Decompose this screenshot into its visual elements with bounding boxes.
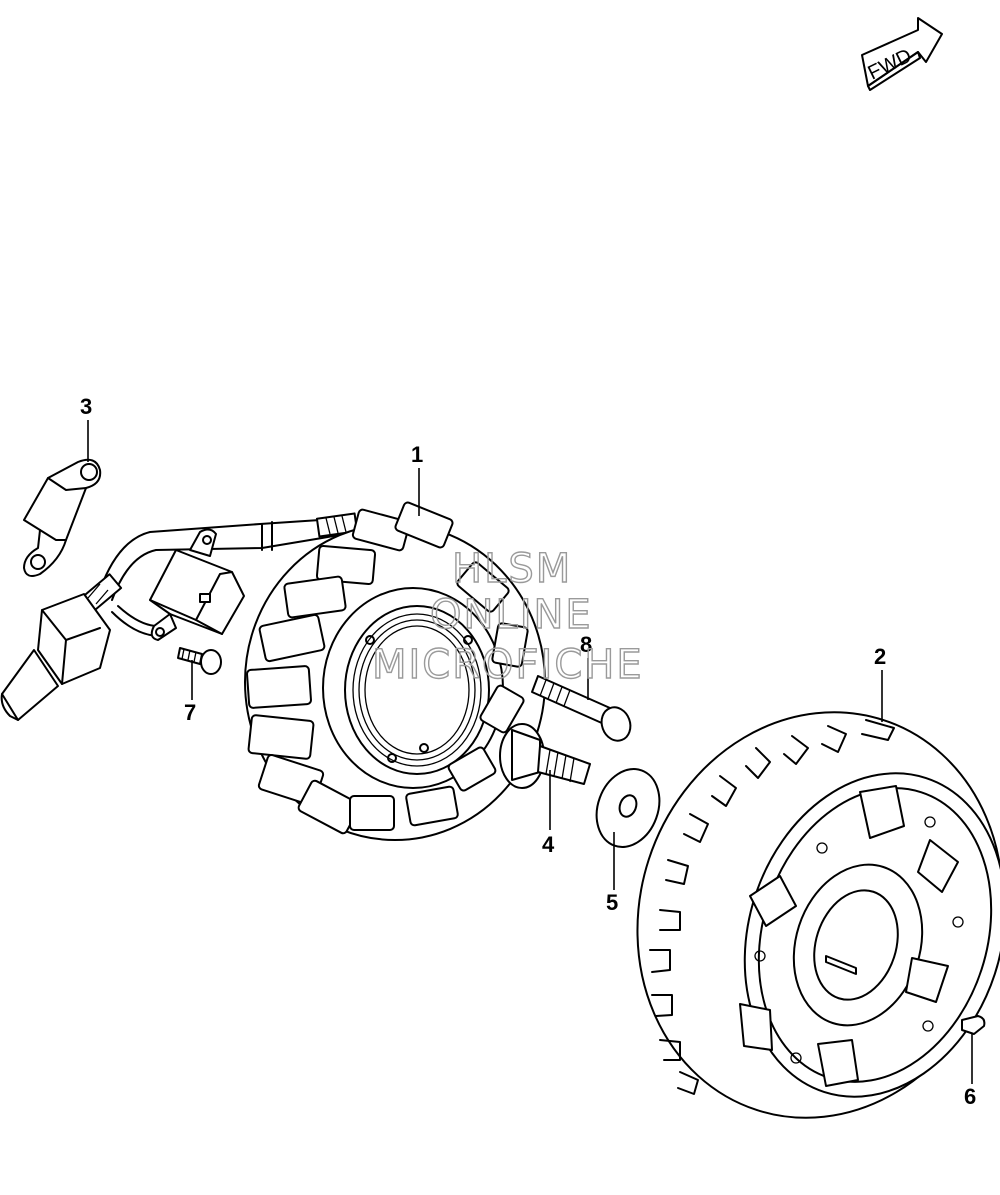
bolt-part-4 (499, 723, 591, 789)
screw-part-7 (177, 647, 222, 675)
clamp-part (23, 458, 102, 577)
callout-3: 3 (80, 394, 92, 419)
callout-6: 6 (964, 1084, 976, 1109)
pickup-coil (149, 528, 245, 641)
watermark: HLSM ONLINE MICROFICHE (371, 545, 644, 688)
watermark-line-3: MICROFICHE (372, 642, 644, 688)
wire-harness (77, 512, 359, 637)
key-part-6 (961, 1015, 986, 1035)
callout-7: 7 (184, 700, 196, 725)
watermark-line-2: ONLINE (430, 592, 593, 638)
watermark-line-1: HLSM (452, 546, 572, 592)
rotor-part-2 (636, 711, 1000, 1119)
connector-left (0, 593, 111, 721)
callout-5: 5 (606, 890, 618, 915)
stator-part-1 (244, 501, 546, 841)
bolt-part-8 (531, 675, 632, 742)
callout-2: 2 (874, 644, 886, 669)
callout-1: 1 (411, 442, 423, 467)
fwd-arrow-icon: FWD (861, 17, 943, 91)
callout-8: 8 (580, 632, 592, 657)
callout-4: 4 (542, 832, 555, 857)
